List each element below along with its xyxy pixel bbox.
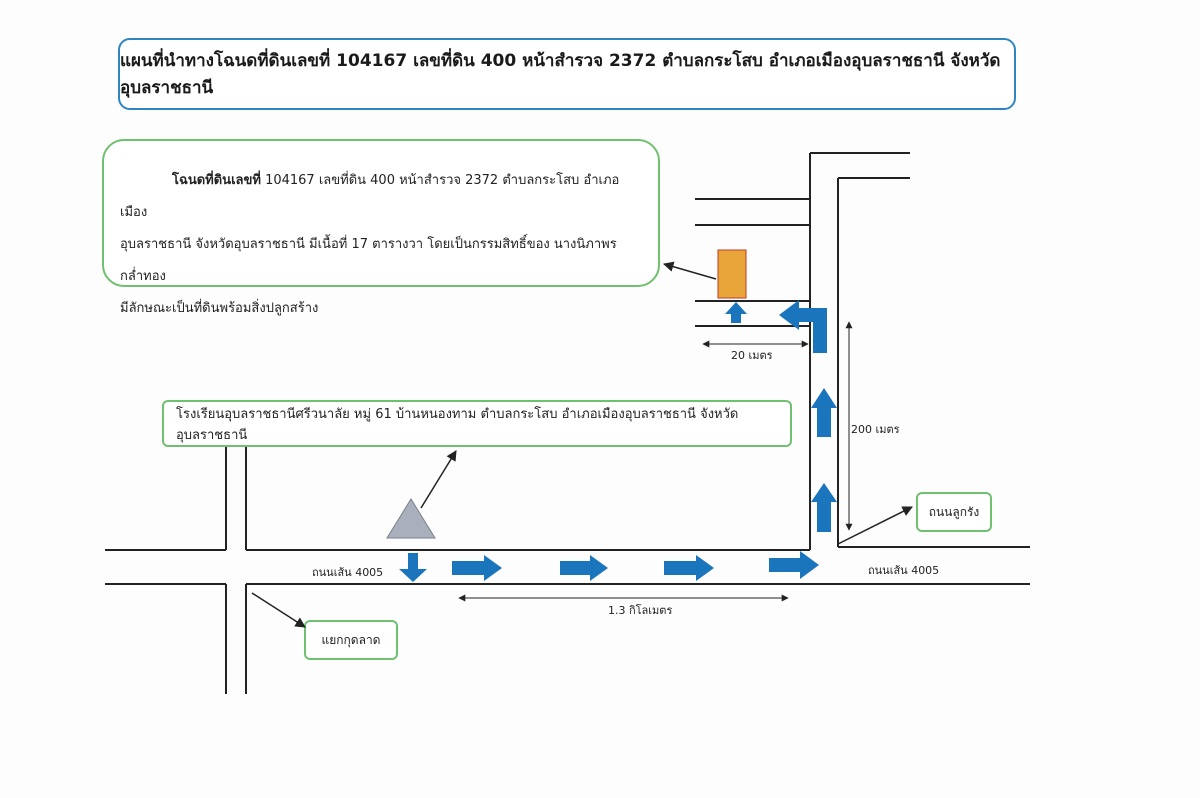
road-lines — [105, 152, 1030, 694]
route-arrows — [399, 300, 837, 582]
distance-1-3km-label: 1.3 กิโลเมตร — [608, 604, 673, 617]
distance-200m-label: 200 เมตร — [851, 423, 900, 436]
deed-info-lead: โฉนดที่ดินเลขที่ — [172, 173, 261, 188]
school-pointer-arrow — [420, 450, 457, 509]
route-arrow-down-icon — [399, 553, 427, 582]
route-arrow-right-icon-1 — [452, 555, 502, 581]
school-landmark-icon — [386, 498, 436, 539]
kut-lat-junction-label: แยกกุดลาด — [321, 632, 381, 647]
route-arrow-turn-left-icon — [779, 300, 827, 353]
land-plot-marker — [717, 249, 747, 299]
school-box: โรงเรียนอุบลราชธานีศรีวนาลัย หมู่ 61 บ้า… — [162, 400, 792, 447]
route-arrow-up-icon-1 — [811, 483, 837, 532]
deed-info-line-1-rest: 104167 เลขที่ดิน 400 หน้าสำรวจ 2372 ตำบล… — [120, 173, 620, 220]
route-arrow-right-icon-3 — [664, 555, 714, 581]
route-arrow-right-icon-4 — [769, 551, 819, 579]
map-title-text: แผนที่นำทางโฉนดที่ดินเลขที่ 104167 เลขที… — [120, 51, 1001, 98]
deed-info-line-2: อุบลราชธานี จังหวัดอุบลราชธานี มีเนื้อที… — [120, 237, 617, 284]
plot-pointer-arrow — [662, 261, 717, 280]
dirt-road-box: ถนนลูกรัง — [916, 492, 992, 532]
deed-info-line-1: โฉนดที่ดินเลขที่ 104167 เลขที่ดิน 400 หน… — [120, 165, 640, 229]
road-4005-label-left: ถนนเส้น 4005 — [312, 566, 384, 579]
route-arrow-up-small-icon — [725, 302, 747, 323]
route-arrow-right-icon-2 — [560, 555, 608, 581]
dirt-road-pointer-arrow — [837, 506, 913, 545]
dirt-road-label: ถนนลูกรัง — [928, 504, 980, 519]
road-4005-label-right: ถนนเส้น 4005 — [868, 564, 940, 577]
kut-lat-pointer-arrow — [251, 592, 306, 628]
distance-20m-label: 20 เมตร — [731, 349, 773, 362]
school-label: โรงเรียนอุบลราชธานีศรีวนาลัย หมู่ 61 บ้า… — [176, 406, 739, 443]
map-title: แผนที่นำทางโฉนดที่ดินเลขที่ 104167 เลขที… — [118, 38, 1016, 110]
kut-lat-junction-box: แยกกุดลาด — [304, 620, 398, 660]
route-arrow-up-icon-2 — [811, 388, 837, 437]
deed-info-box: โฉนดที่ดินเลขที่ 104167 เลขที่ดิน 400 หน… — [102, 139, 660, 316]
deed-info-line-3: มีลักษณะเป็นที่ดินพร้อมสิ่งปลูกสร้าง — [120, 301, 319, 316]
